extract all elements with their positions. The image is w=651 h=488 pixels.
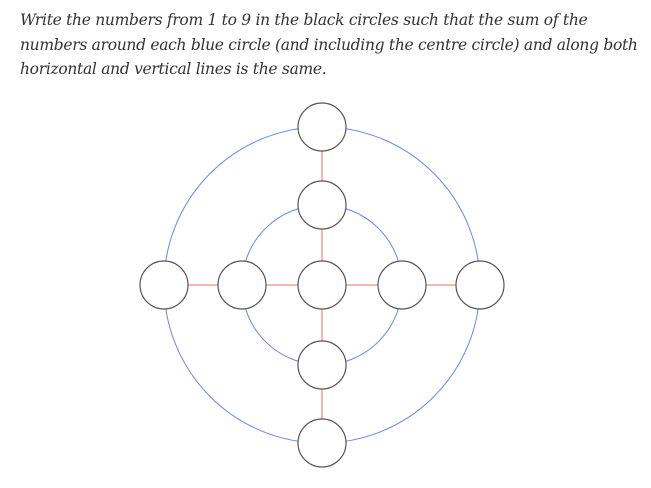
number-circle[interactable] [297, 260, 347, 310]
number-circle[interactable] [297, 180, 347, 230]
number-circle[interactable] [455, 260, 505, 310]
puzzle-instructions: Write the numbers from 1 to 9 in the bla… [20, 11, 638, 78]
number-circle[interactable] [217, 260, 267, 310]
number-circle[interactable] [377, 260, 427, 310]
number-circle[interactable] [297, 340, 347, 390]
number-circle[interactable] [139, 260, 189, 310]
number-circle[interactable] [297, 418, 347, 468]
number-circle[interactable] [297, 102, 347, 152]
